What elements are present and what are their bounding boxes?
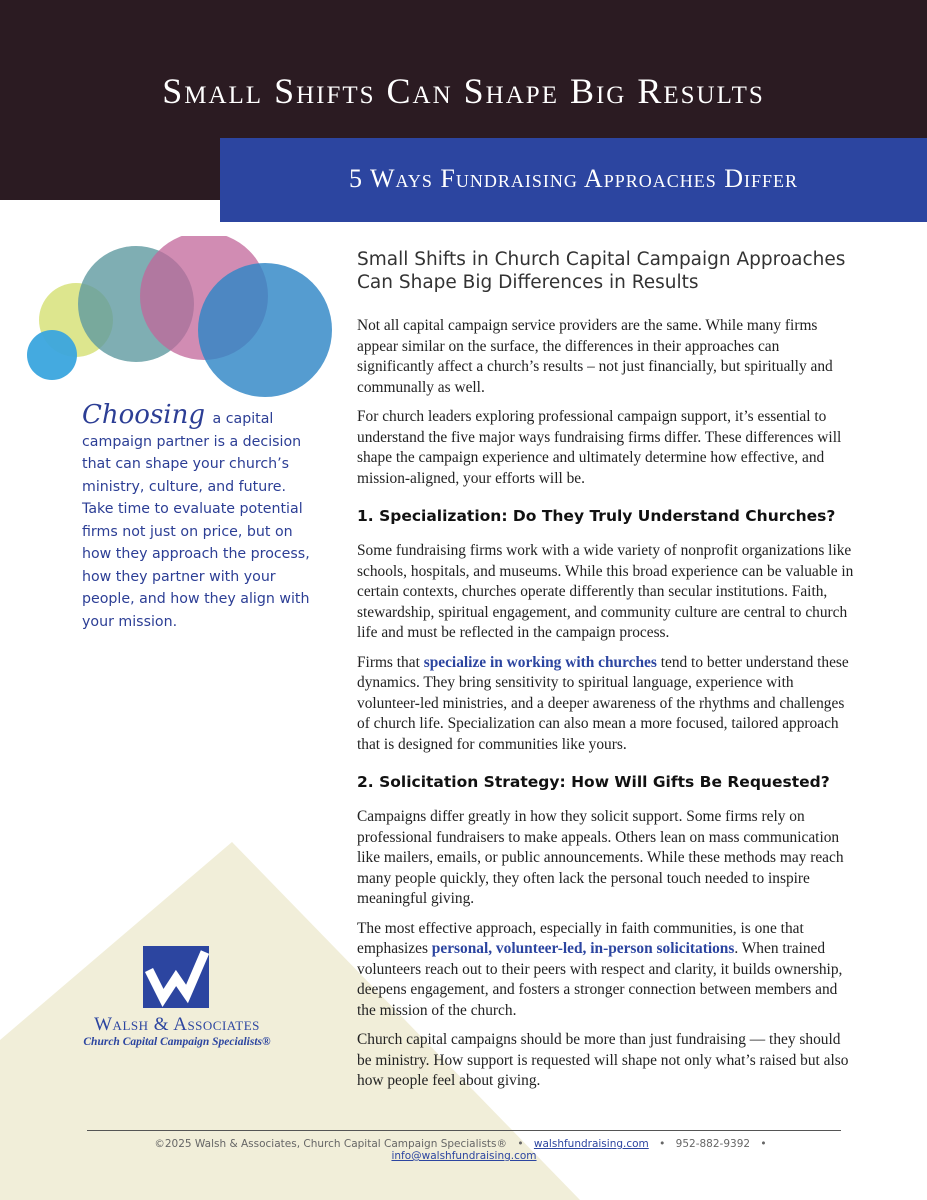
footer-divider	[87, 1130, 841, 1131]
intro-paragraph-1: Not all capital campaign service provide…	[357, 317, 833, 396]
section-2-title: 2. Solicitation Strategy: How Will Gifts…	[357, 773, 830, 791]
footer-phone: 952-882-9392	[675, 1138, 751, 1150]
footer-email-link[interactable]: info@walshfundraising.com	[391, 1150, 537, 1162]
quote-initial-word: Choosing	[82, 400, 205, 430]
s1-p2-pre: Firms that	[357, 653, 424, 671]
footer-bullet: •	[659, 1138, 666, 1150]
sidebar-quote: Choosing a capital campaign partner is a…	[82, 402, 318, 633]
bubble-blue	[198, 263, 332, 397]
bubble-small-blue	[27, 330, 77, 380]
footer-bullet: •	[760, 1138, 767, 1150]
s2-p2-post: . When trained volunteers reach out to t…	[357, 940, 843, 1019]
s1-highlight: specialize in working with churches	[423, 653, 657, 671]
w-logo-icon	[144, 950, 210, 1008]
logo-name: Walsh & Associates	[94, 1014, 260, 1035]
footer-bullet: •	[517, 1138, 524, 1150]
page-title: Small Shifts Can Shape Big Results	[162, 71, 765, 111]
section-2-paragraph-3: Church capital campaigns should be more …	[357, 1031, 849, 1089]
decorative-bubbles	[27, 236, 332, 397]
footer: ©2025 Walsh & Associates, Church Capital…	[87, 1138, 841, 1162]
s1-p2-post: tend to better understand these dynamics…	[357, 653, 849, 753]
section-1-title: 1. Specialization: Do They Truly Underst…	[357, 507, 836, 525]
section-1-paragraph-2: Firms that specialize in working with ch…	[357, 653, 857, 756]
quote-text: a capital campaign partner is a decision…	[82, 411, 310, 630]
s2-p2-pre: The most effective approach, especially …	[357, 919, 804, 958]
section-1-paragraph-1: Some fundraising firms work with a wide …	[357, 542, 854, 641]
subtitle-banner	[220, 138, 927, 222]
article-heading-line2: Can Shape Big Differences in Results	[357, 272, 699, 293]
footer-website-link[interactable]: walshfundraising.com	[533, 1138, 649, 1150]
article-heading: Small Shifts in Church Capital Campaign …	[357, 248, 857, 294]
section-2-paragraph-1: Campaigns differ greatly in how they sol…	[357, 808, 844, 907]
page-subtitle: 5 Ways Fundraising Approaches Differ	[348, 164, 799, 193]
section-2-paragraph-2: The most effective approach, especially …	[357, 919, 857, 1022]
logo-tagline: Church Capital Campaign Specialists®	[83, 1036, 271, 1048]
logo-mark	[143, 946, 210, 1008]
footer-copyright: ©2025 Walsh & Associates, Church Capital…	[154, 1138, 508, 1150]
s2-highlight: personal, volunteer-led, in-person solic…	[431, 940, 735, 957]
article-heading-line1: Small Shifts in Church Capital Campaign …	[357, 249, 846, 270]
article-body: Small Shifts in Church Capital Campaign …	[357, 248, 857, 1101]
intro-paragraph-2: For church leaders exploring professiona…	[357, 408, 842, 487]
